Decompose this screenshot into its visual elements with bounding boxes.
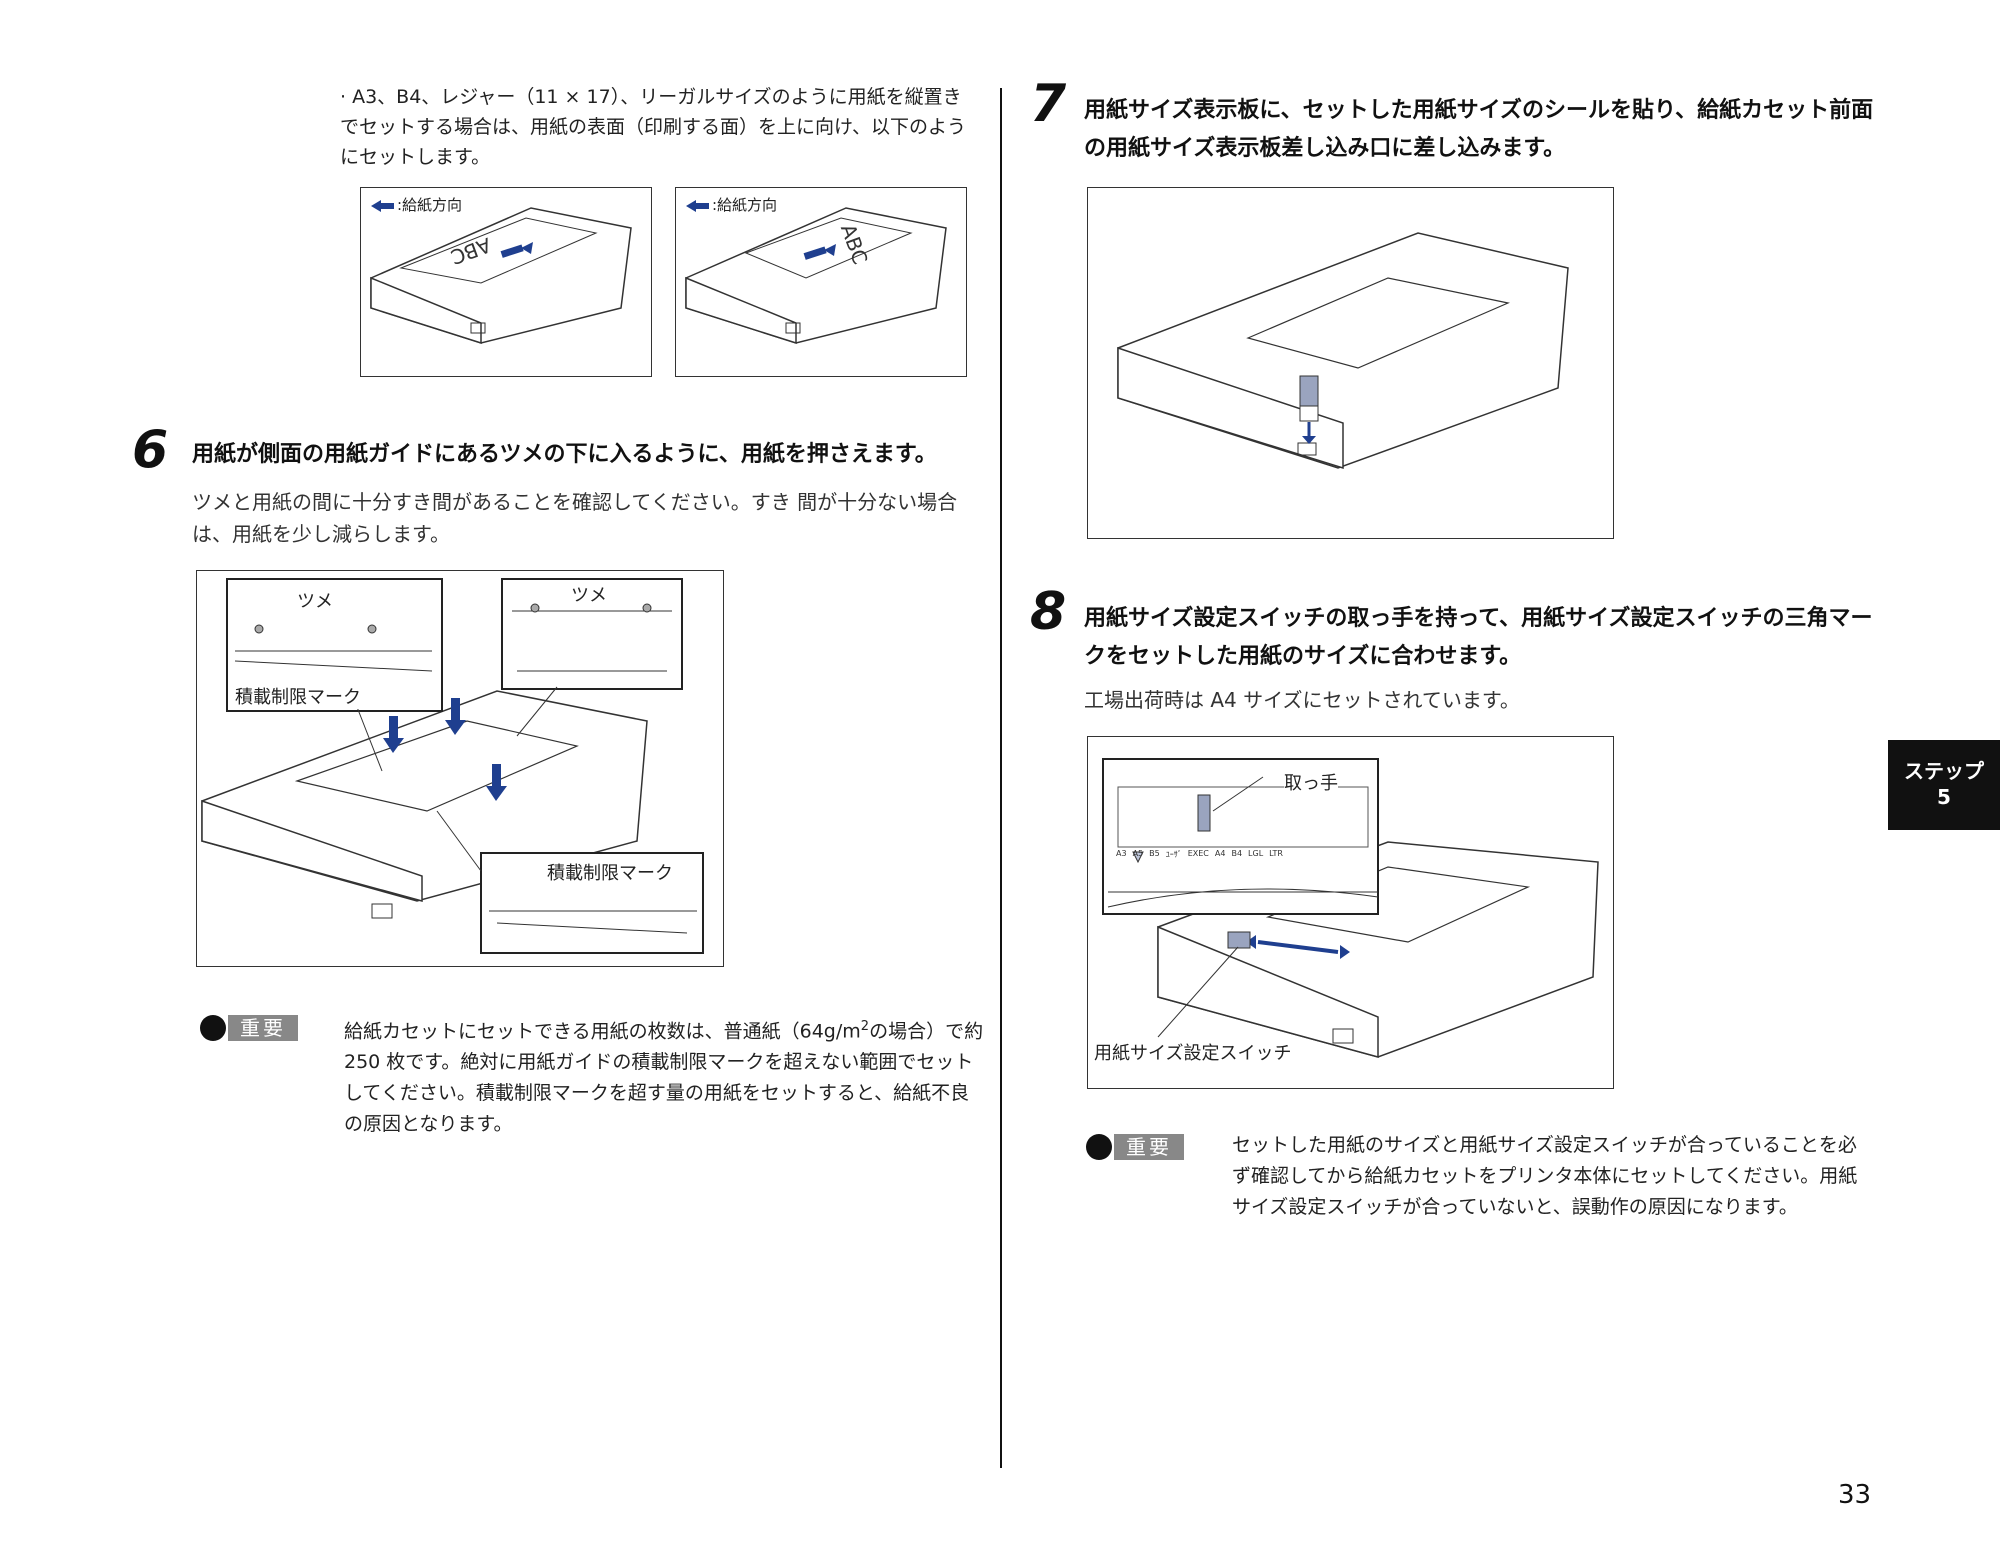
limit-mark-label-2: 積載制限マーク <box>547 859 673 885</box>
size-mark-exec: EXEC <box>1187 849 1209 858</box>
size-mark-a4: A4 <box>1214 849 1226 858</box>
step-6-heading: 用紙が側面の用紙ガイドにあるツメの下に入るように、用紙を押さえます。 <box>192 442 937 467</box>
size-mark-a3: A3 <box>1116 849 1127 858</box>
step-8-number: 8 <box>1030 582 1067 642</box>
important-label: 重要 <box>228 1015 298 1041</box>
figure-step-7 <box>1087 187 1614 539</box>
column-divider <box>1000 88 1002 1468</box>
bullet-note: · A3、B4、レジャー（11 × 17）、リーガルサイズのように用紙を縦置きで… <box>340 86 967 168</box>
hand-icon <box>1086 1134 1112 1160</box>
size-mark-b4: B4 <box>1231 849 1243 858</box>
size-marks: A3 A5 B5 ﾕｰｻﾞ EXEC A4 B4 LGL LTR <box>1116 849 1356 860</box>
figure-step-6: ツメ 積載制限マーク ツメ 積載制限マーク <box>196 570 724 967</box>
step-tab-label: ステップ <box>1904 759 1984 783</box>
size-mark-a5: A5 <box>1132 849 1144 858</box>
tsume-label-2: ツメ <box>571 581 607 607</box>
important-text-left-2: の場合）で約250 枚です。絶対に用紙ガイドの積載制限マークを超えない範囲でセッ… <box>344 1020 984 1136</box>
step-7-number: 7 <box>1030 74 1067 134</box>
size-mark-b5: B5 <box>1149 849 1160 858</box>
important-badge-left: 重要 <box>200 1015 300 1041</box>
important-badge-right: 重要 <box>1086 1134 1186 1160</box>
page-number: 33 <box>1838 1480 1872 1510</box>
hand-icon <box>200 1015 226 1041</box>
important-text-left-1: 給紙カセットにセットできる用紙の枚数は、普通紙（64g/m <box>344 1020 861 1043</box>
important-text-left-sup: 2 <box>860 1019 870 1034</box>
size-mark-ltr: LTR <box>1269 849 1283 858</box>
step-8-body: 工場出荷時は A4 サイズにセットされています。 <box>1084 688 1520 712</box>
size-mark-lgl: LGL <box>1248 849 1264 858</box>
handle-label: 取っ手 <box>1284 769 1338 795</box>
figure-tray-landscape-2: ABC :給紙方向 <box>675 187 967 377</box>
feed-direction-label-1: :給紙方向 <box>397 196 463 214</box>
figure-step-8: 取っ手 A3 A5 B5 ﾕｰｻﾞ EXEC A4 B4 LGL LTR 用紙サ… <box>1087 736 1614 1089</box>
step-tab: ステップ 5 <box>1888 740 2000 830</box>
step-6-number: 6 <box>132 420 169 480</box>
important-text-left: 給紙カセットにセットできる用紙の枚数は、普通紙（64g/m2の場合）で約250 … <box>344 1011 984 1140</box>
switch-label: 用紙サイズ設定スイッチ <box>1094 1039 1292 1065</box>
tsume-label-1: ツメ <box>297 587 333 613</box>
feed-direction-label-2: :給紙方向 <box>712 196 778 214</box>
step-tab-number: 5 <box>1937 785 1951 809</box>
step-6-body: ツメと用紙の間に十分すき間があることを確認してください。すき 間が十分ない場合は… <box>192 490 958 546</box>
step-8-heading: 用紙サイズ設定スイッチの取っ手を持って、用紙サイズ設定スイッチの三角マークをセッ… <box>1084 606 1873 669</box>
important-label: 重要 <box>1114 1134 1184 1160</box>
size-mark-user: ﾕｰｻﾞ <box>1165 850 1182 859</box>
figure-tray-landscape-1: ABC :給紙方向 <box>360 187 652 377</box>
important-text-right: セットした用紙のサイズと用紙サイズ設定スイッチが合っていることを必ず確認してから… <box>1232 1134 1858 1218</box>
limit-mark-label-1: 積載制限マーク <box>235 683 361 709</box>
step-7-heading: 用紙サイズ表示板に、セットした用紙サイズのシールを貼り、給紙カセット前面の用紙サ… <box>1084 98 1874 161</box>
